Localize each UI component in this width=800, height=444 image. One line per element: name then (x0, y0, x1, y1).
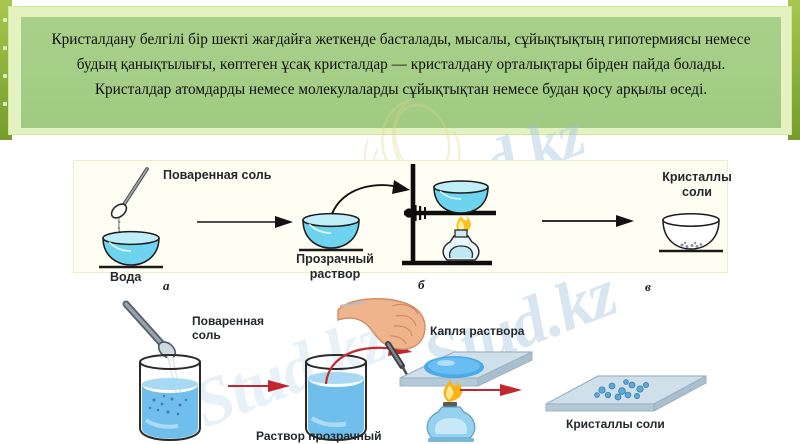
figure-top-solution-bowl (299, 212, 363, 252)
figure-bottom-label-salt-2: соль (192, 328, 221, 342)
flame-icon (443, 380, 463, 402)
figure-bottom-hand-pipette (337, 298, 426, 382)
figure-top-label-crystals-1: Кристаллы (662, 170, 732, 184)
figure-top-label-crystals-2: соли (682, 185, 712, 199)
banner-frame: Кристалдану белгілі бір шекті жағдайға ж… (8, 6, 792, 135)
caption-b: б (418, 277, 425, 292)
figure-bottom-label-drop: Капля раствора (430, 324, 525, 338)
figure-bottom-burner (426, 380, 476, 442)
figure-top-arrow-2 (542, 215, 634, 227)
figure-top-stage-v (659, 213, 723, 253)
figure-top-label-solution-2: раствор (309, 267, 361, 281)
figure-top-curved-arrow (331, 180, 410, 215)
figure-bottom-label-solution: Раствор прозрачный (256, 429, 382, 443)
figure-top-arrow-1 (197, 216, 293, 228)
figure-bottom-beaker-1 (122, 300, 201, 442)
banner-paragraph: Кристалдану белгілі бір шекті жағдайға ж… (51, 31, 751, 98)
figure-top-stage-b (402, 164, 496, 266)
figure-bottom-label-salt-1: Поваренная (192, 314, 265, 328)
hand-icon (337, 298, 426, 350)
clamp-knob (404, 205, 426, 221)
figure-bottom-beaker-2 (305, 354, 367, 442)
caption-v: в (645, 279, 651, 294)
figure-top-label-salt: Поваренная соль (163, 168, 272, 182)
caption-a: а (163, 278, 170, 293)
figure-bottom-slide-drop (399, 351, 533, 387)
figure-bottom-slide-crystals (545, 375, 707, 412)
figure-top-label-solution-1: Прозрачный (296, 252, 374, 266)
figure-top-label-water: Вода (110, 270, 142, 284)
figure-bottom-arrow-2 (460, 384, 522, 396)
figure-bottom-arrow-1 (228, 380, 290, 392)
title-banner: Кристалдану белгілі бір шекті жағдайға ж… (21, 17, 781, 128)
figure-top-stage-a (99, 167, 163, 269)
figure-bottom-label-crystals: Кристаллы соли (566, 417, 665, 431)
